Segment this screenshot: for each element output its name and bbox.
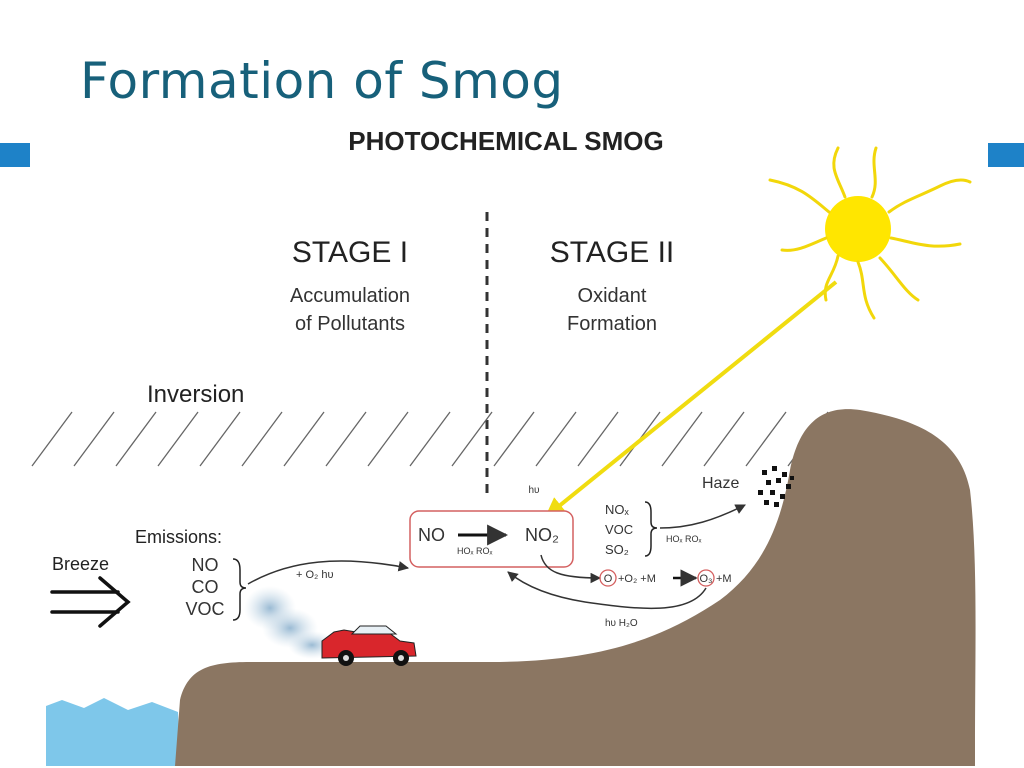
hatch-line bbox=[199, 411, 241, 467]
right-group-item: VOC bbox=[605, 522, 633, 537]
emissions-label: Emissions: bbox=[135, 527, 222, 547]
diagram-heading: PHOTOCHEMICAL SMOG bbox=[348, 126, 663, 156]
right-group-brace bbox=[644, 501, 658, 557]
sun-icon bbox=[768, 146, 972, 320]
water bbox=[46, 698, 180, 766]
box-right-species: NO₂ bbox=[525, 525, 559, 545]
accent-bar-left bbox=[0, 143, 30, 167]
hatch-line bbox=[157, 411, 199, 467]
slide-title: Formation of Smog bbox=[80, 52, 564, 110]
stage2-title: STAGE II bbox=[550, 236, 674, 269]
emission-item: CO bbox=[192, 577, 219, 597]
m-term: +M bbox=[716, 573, 732, 585]
hatch-line bbox=[703, 411, 745, 467]
box-left-species: NO bbox=[418, 525, 445, 545]
return-flow-label: hυ H₂O bbox=[605, 618, 638, 629]
hatch-line bbox=[31, 411, 73, 467]
hill bbox=[175, 409, 976, 766]
right-group-catalyst: HOₓ ROₓ bbox=[666, 534, 701, 544]
haze-particles bbox=[758, 466, 794, 507]
sunlight-label: hυ bbox=[528, 485, 539, 496]
stage1-title: STAGE I bbox=[292, 236, 408, 269]
stage1-desc-line2: of Pollutants bbox=[295, 313, 405, 335]
emission-item: VOC bbox=[185, 599, 224, 619]
right-group-item: SO₂ bbox=[605, 542, 629, 557]
hatch-line bbox=[661, 411, 703, 467]
sunlight-beam bbox=[544, 280, 838, 518]
hatch-line bbox=[577, 411, 619, 467]
hatch-line bbox=[115, 411, 157, 467]
emission-flow-label: + O₂ hυ bbox=[296, 569, 334, 581]
car-icon bbox=[321, 625, 417, 666]
inversion-hatch-layer bbox=[31, 411, 829, 467]
breeze-label: Breeze bbox=[52, 554, 109, 574]
hatch-line bbox=[283, 411, 325, 467]
o2-m-term: +O₂ +M bbox=[618, 573, 656, 585]
hatch-line bbox=[73, 411, 115, 467]
hatch-line bbox=[409, 411, 451, 467]
hatch-line bbox=[325, 411, 367, 467]
stage2-desc-line1: Oxidant bbox=[578, 285, 647, 307]
haze-flow-arrow bbox=[659, 504, 746, 529]
hatch-line bbox=[535, 411, 577, 467]
o-atom: O bbox=[604, 573, 613, 585]
stage1-desc-line1: Accumulation bbox=[290, 285, 410, 307]
return-flow-arrow bbox=[507, 571, 707, 610]
emissions-brace bbox=[232, 558, 247, 621]
stage2-desc-line2: Formation bbox=[567, 313, 657, 335]
no2-to-o-arrow bbox=[540, 554, 602, 584]
inversion-label: Inversion bbox=[147, 381, 244, 408]
hatch-line bbox=[241, 411, 283, 467]
box-catalyst: HOₓ ROₓ bbox=[457, 546, 492, 556]
hatch-line bbox=[745, 411, 787, 467]
accent-bar-right bbox=[988, 143, 1024, 167]
o3-circle bbox=[697, 569, 715, 587]
emission-flow-arrow bbox=[247, 560, 410, 585]
hatch-line bbox=[493, 411, 535, 467]
hatch-line bbox=[367, 411, 409, 467]
o-atom-circle bbox=[599, 569, 617, 587]
hatch-line bbox=[451, 411, 493, 467]
emission-item: NO bbox=[192, 555, 219, 575]
o3-species: O₃ bbox=[699, 573, 712, 585]
haze-label: Haze bbox=[702, 475, 739, 492]
right-group-item: NOₓ bbox=[605, 502, 630, 517]
breeze-arrow-icon bbox=[50, 576, 131, 628]
